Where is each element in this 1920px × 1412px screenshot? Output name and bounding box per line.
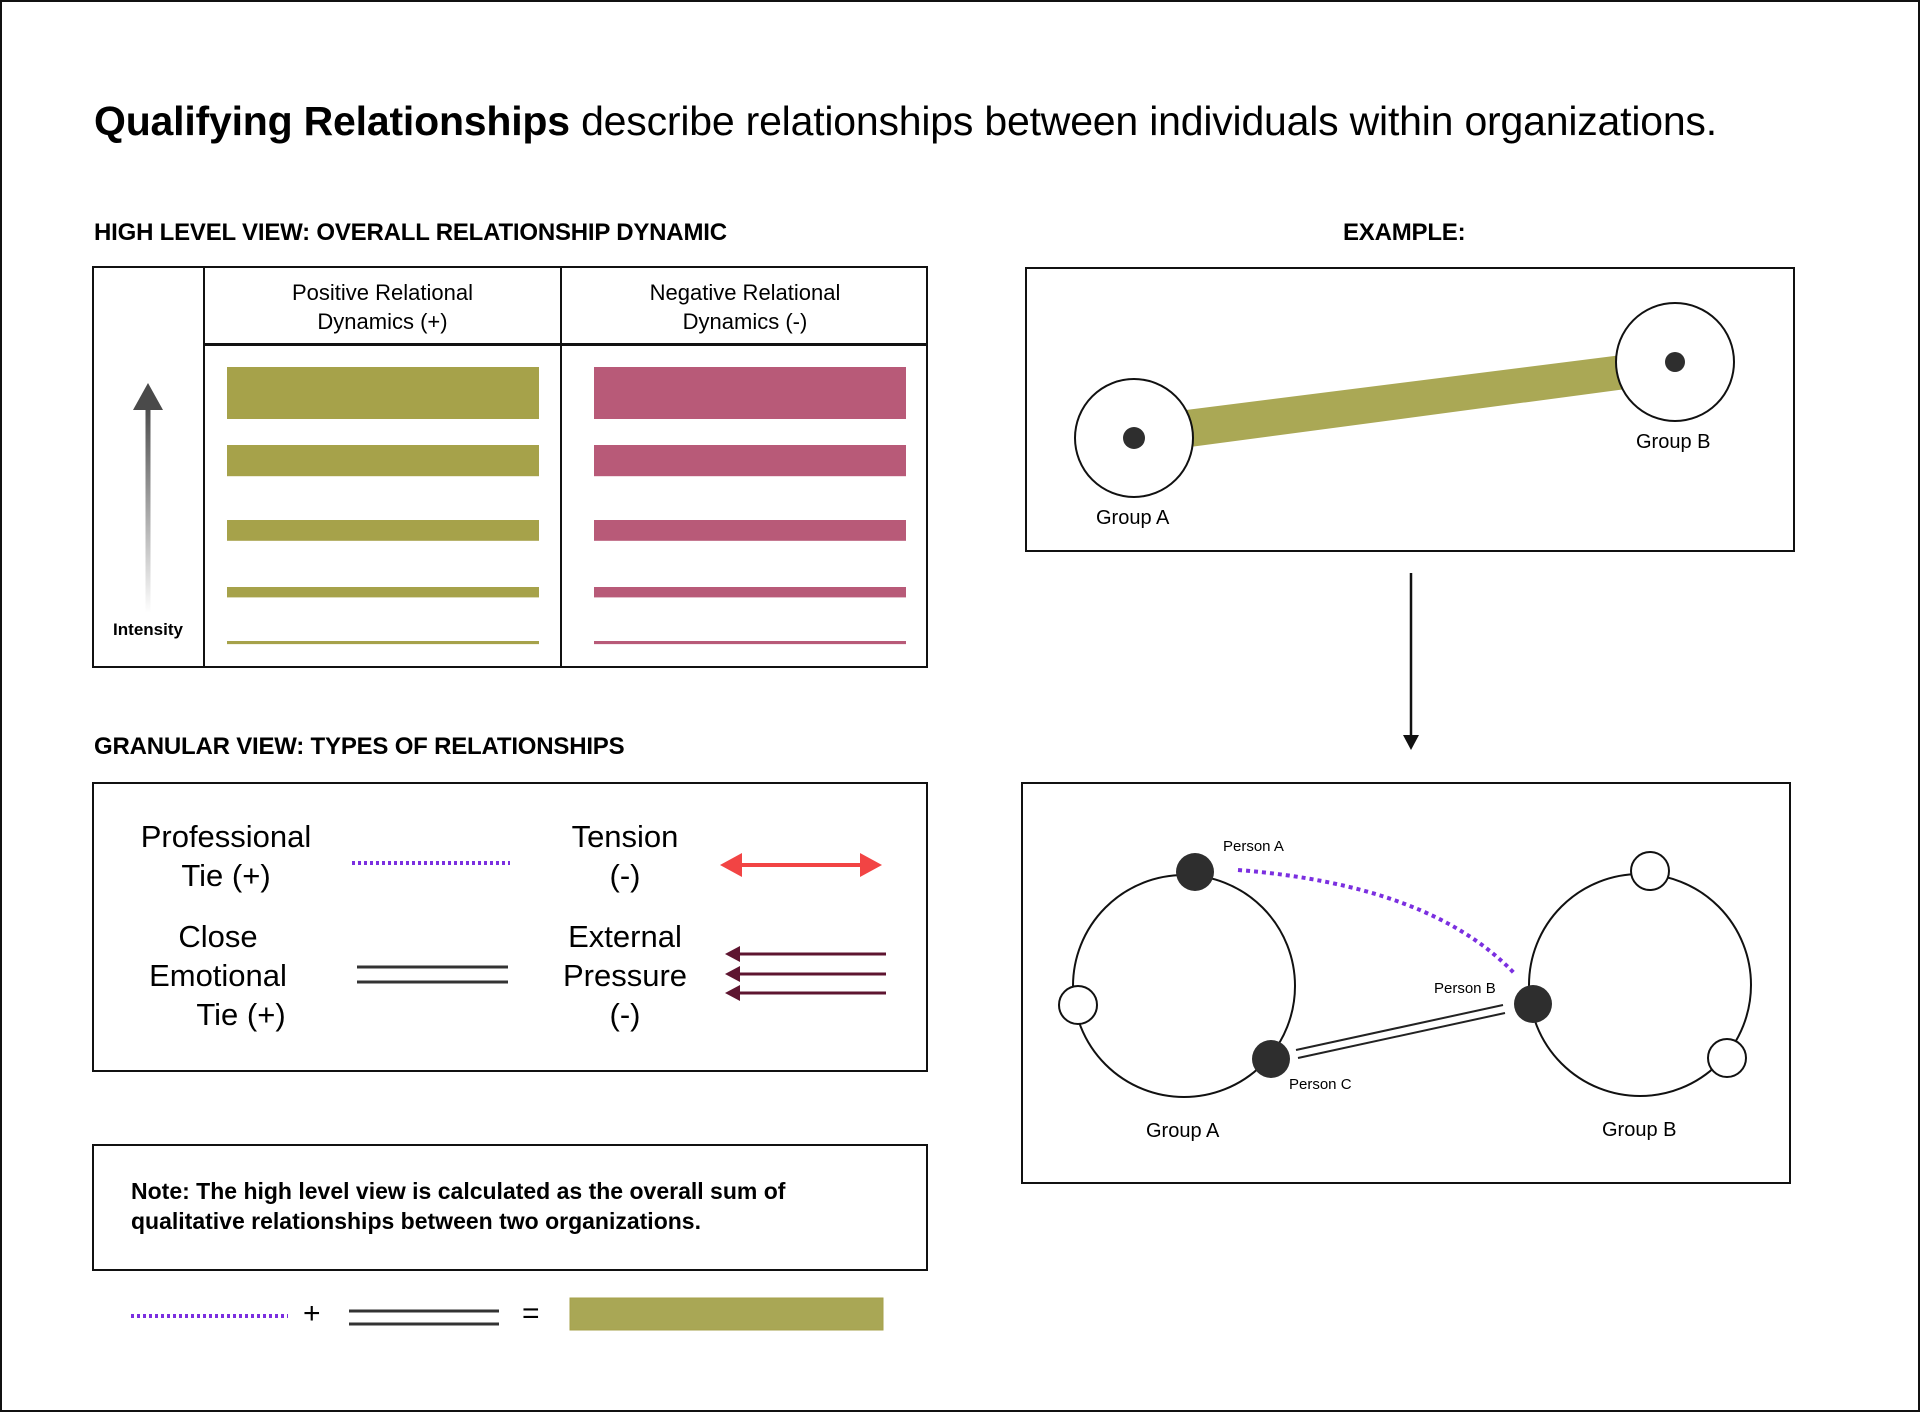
positive-intensity-bars: [227, 367, 539, 645]
positive-intensity-bar: [227, 520, 539, 541]
external-pressure-arrows-icon: [725, 946, 886, 1001]
close-emotional-line1: Close: [178, 919, 258, 954]
negative-intensity-bar: [594, 445, 906, 477]
close-emotional-line3: Tie (+): [196, 997, 286, 1032]
professional-tie-label: Professional Tie (+): [108, 817, 344, 895]
bottom-group-a-label: Group A: [1146, 1120, 1220, 1142]
column-header-negative-line2: Dynamics (-): [682, 309, 808, 334]
granular-heading: GRANULAR VIEW: TYPES OF RELATIONSHIPS: [94, 733, 625, 760]
page-title: Qualifying Relationships describe relati…: [94, 98, 1717, 145]
professional-tie-line2: Tie (+): [181, 858, 271, 893]
equation-plus: +: [303, 1297, 321, 1330]
column-header-negative-line1: Negative Relational: [649, 280, 841, 305]
equation-close-emotional-symbol: [349, 1309, 499, 1326]
negative-intensity-bar: [594, 587, 906, 598]
table-header-divider: [204, 343, 928, 346]
close-emotional-tie-link: [1295, 1004, 1506, 1059]
external-pressure-line3: (-): [609, 997, 641, 1032]
tension-double-arrow-icon: [720, 853, 882, 877]
professional-tie-line1: Professional: [140, 819, 312, 854]
group-b-center-dot: [1665, 352, 1685, 372]
bottom-group-b-label: Group B: [1602, 1119, 1677, 1141]
external-pressure-line1: External: [568, 919, 682, 954]
top-group-b-label: Group B: [1636, 431, 1711, 453]
negative-intensity-bars: [594, 367, 906, 645]
positive-intensity-bar: [227, 367, 539, 419]
column-header-negative: Negative Relational Dynamics (-): [562, 278, 928, 336]
person-b-label: Person B: [1434, 980, 1496, 997]
group-a-member-node: [1058, 985, 1098, 1025]
high-level-heading: HIGH LEVEL VIEW: OVERALL RELATIONSHIP DY…: [94, 219, 727, 246]
down-arrow-icon: [1403, 573, 1419, 750]
group-b-member-node-top: [1630, 851, 1670, 891]
close-emotional-line2: Emotional: [149, 958, 287, 993]
external-pressure-line2: Pressure: [562, 958, 688, 993]
person-c-node: [1252, 1040, 1290, 1078]
overall-relationship-band: [1186, 355, 1626, 447]
close-emotional-tie-label: Close Emotional Tie (+): [118, 917, 318, 1034]
group-a-center-dot: [1123, 427, 1145, 449]
example-heading: EXAMPLE:: [1343, 219, 1466, 246]
professional-tie-link: [1237, 868, 1516, 975]
group-b-member-node-bottom: [1707, 1038, 1747, 1078]
note-line2: qualitative relationships between two or…: [131, 1208, 701, 1234]
person-a-node: [1176, 853, 1214, 891]
person-b-node: [1514, 985, 1552, 1023]
table-divider-axis: [203, 266, 205, 668]
title-bold: Qualifying Relationships: [94, 98, 570, 144]
tension-line1: Tension: [571, 819, 679, 854]
negative-intensity-bar: [594, 520, 906, 541]
person-c-label: Person C: [1289, 1076, 1352, 1093]
note-box: [92, 1144, 928, 1271]
top-group-a-label: Group A: [1096, 507, 1170, 529]
positive-intensity-bar: [227, 641, 539, 645]
title-rest: describe relationships between individua…: [569, 98, 1717, 144]
note-line1: Note: The high level view is calculated …: [131, 1178, 786, 1204]
table-divider-columns: [560, 266, 562, 668]
negative-intensity-bar: [594, 367, 906, 419]
close-emotional-tie-symbol: [357, 965, 508, 984]
column-header-positive-line1: Positive Relational: [292, 280, 473, 305]
positive-intensity-bar: [227, 587, 539, 598]
person-a-label: Person A: [1223, 838, 1284, 855]
example-bottom-box: [1021, 782, 1791, 1184]
negative-intensity-bar: [594, 641, 906, 645]
note-text: Note: The high level view is calculated …: [131, 1176, 911, 1236]
column-header-positive-line2: Dynamics (+): [317, 309, 448, 334]
positive-intensity-bar: [227, 445, 539, 477]
equation-result-bar: [569, 1297, 884, 1331]
tension-line2: (-): [609, 858, 641, 893]
column-header-positive: Positive Relational Dynamics (+): [205, 278, 560, 336]
intensity-label: Intensity: [113, 620, 183, 639]
external-pressure-label: External Pressure (-): [530, 917, 720, 1034]
intensity-arrow-icon: [133, 383, 163, 613]
tension-label: Tension (-): [530, 817, 720, 895]
granular-box: [92, 782, 928, 1072]
equation-equals: =: [522, 1297, 540, 1330]
